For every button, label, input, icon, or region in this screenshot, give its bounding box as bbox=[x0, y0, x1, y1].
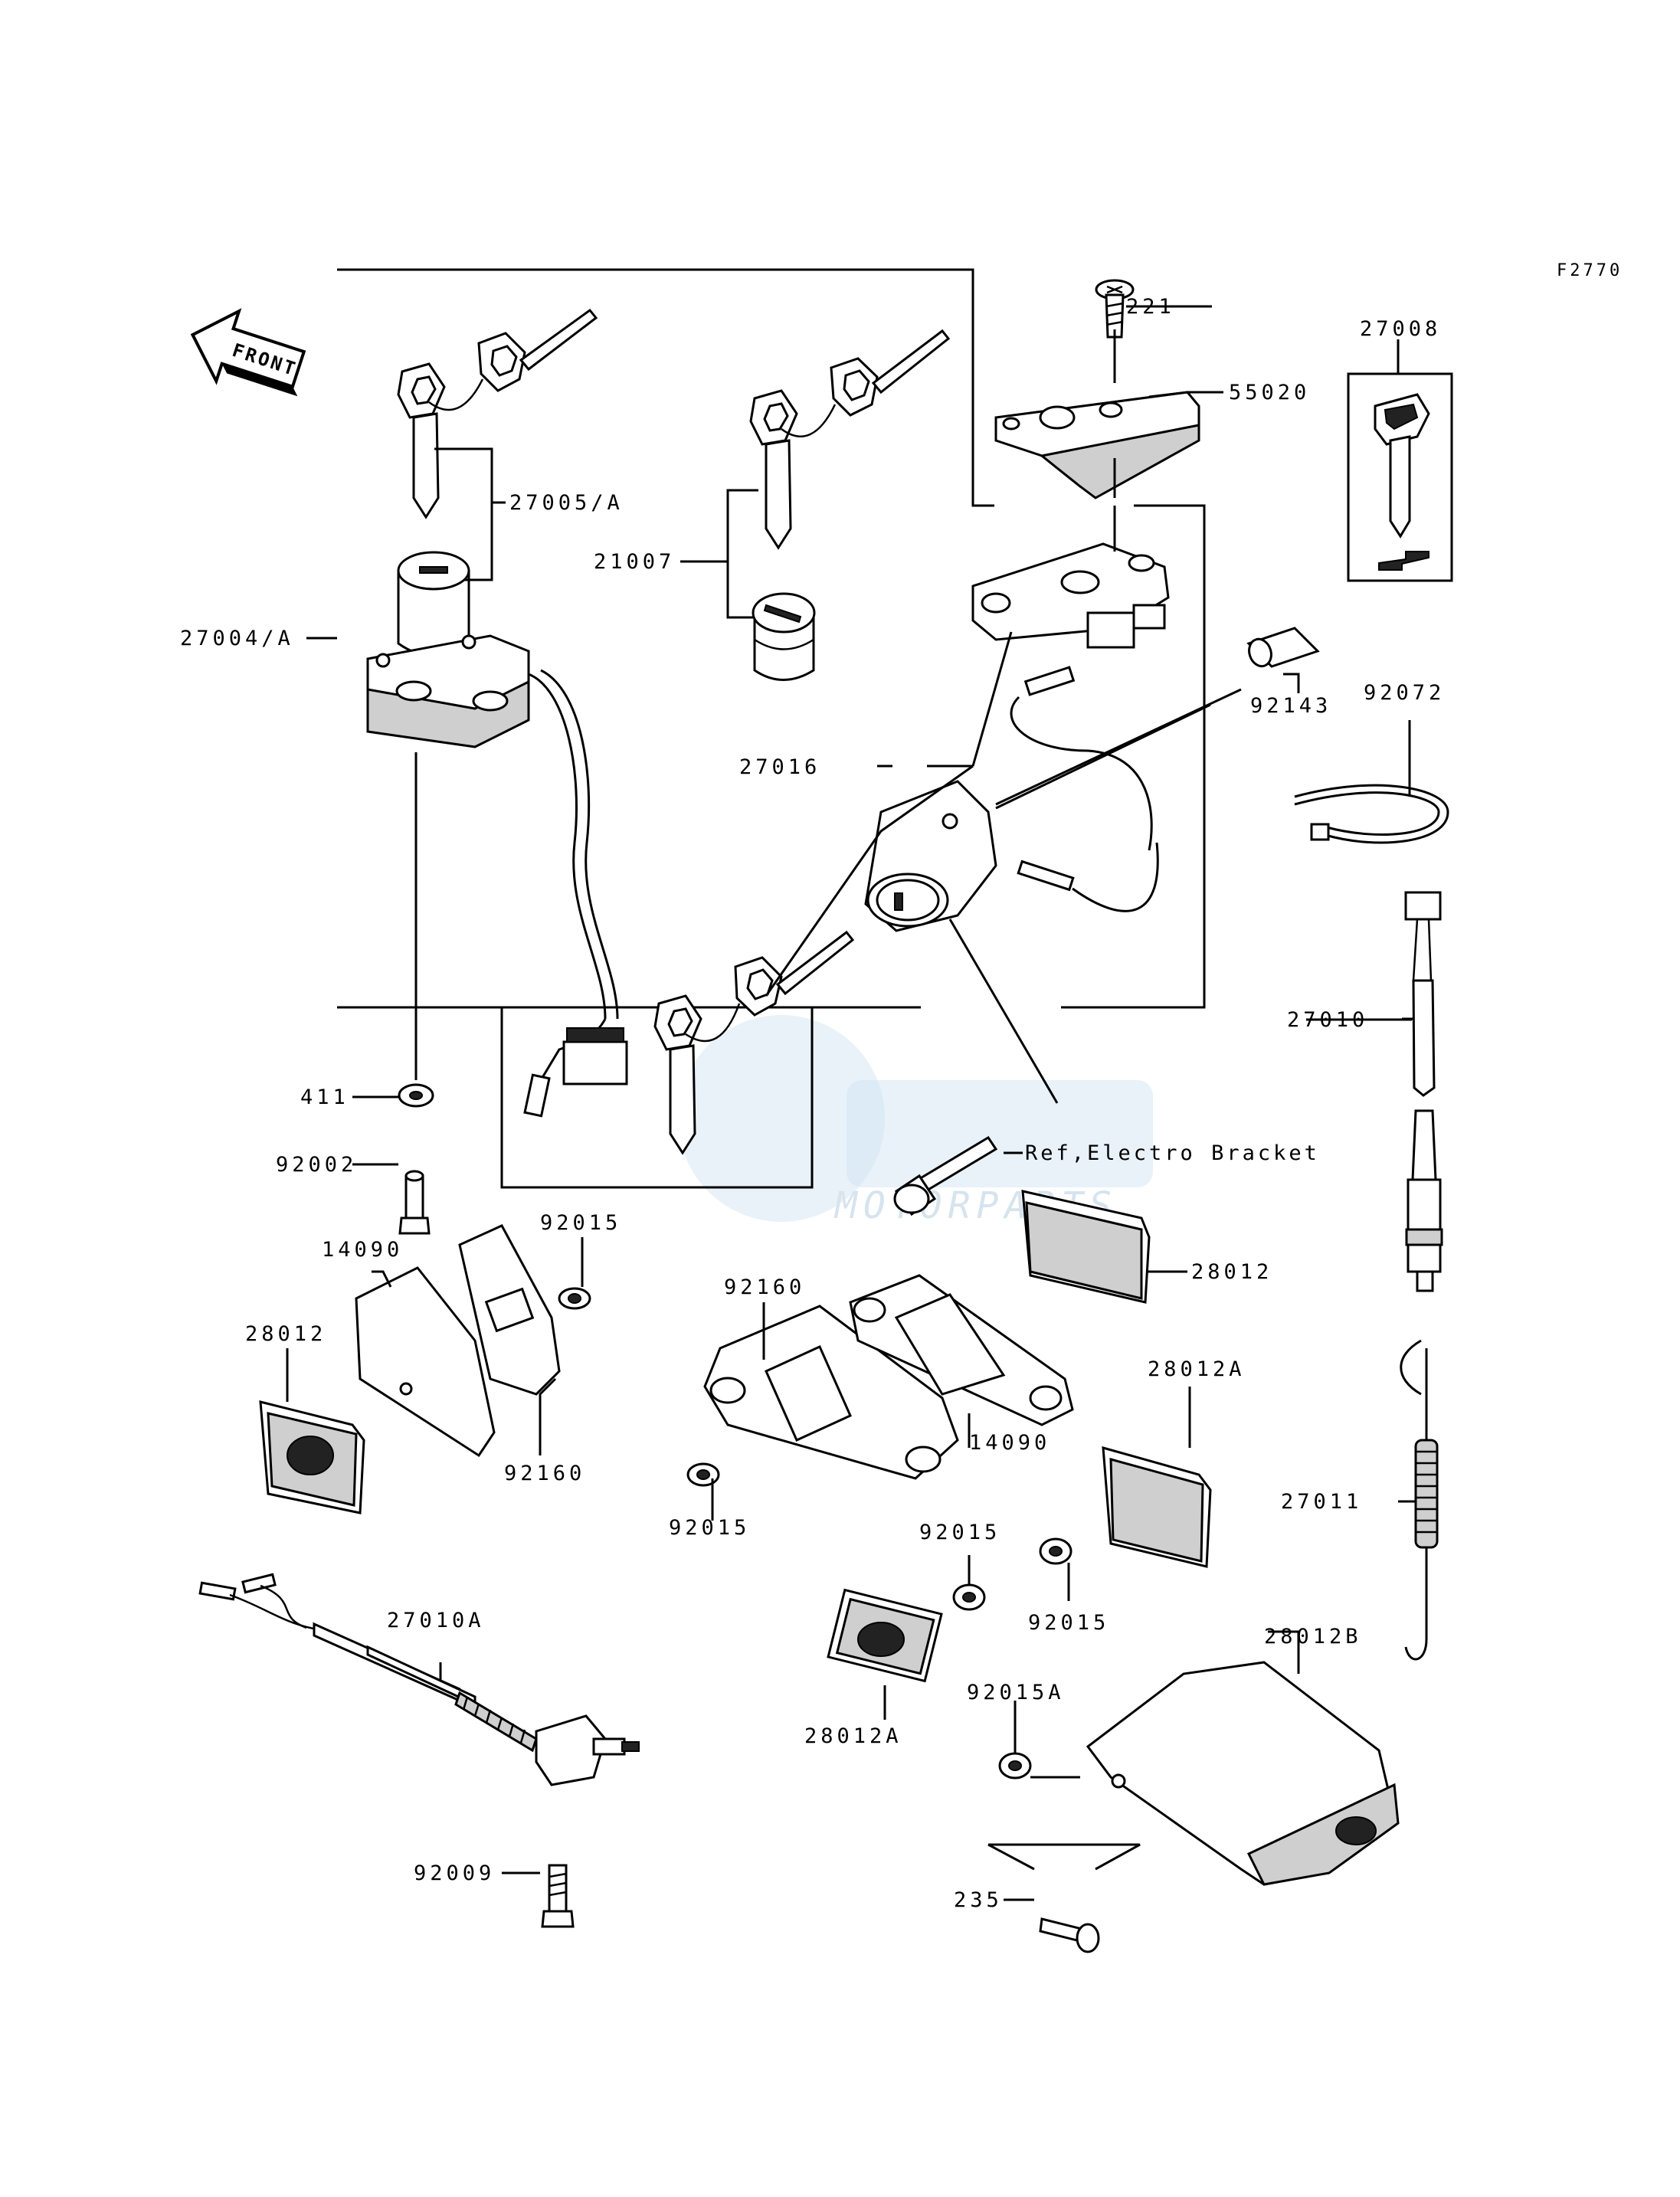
callout-221: 221 bbox=[1126, 295, 1175, 319]
lock-cylinder-part bbox=[752, 592, 816, 681]
tube-92143-part bbox=[1246, 627, 1320, 668]
reflector-assembly-left bbox=[259, 1224, 591, 1514]
screw-235-part bbox=[1039, 1917, 1100, 1953]
bolt-92009-part bbox=[541, 1864, 575, 1928]
washer-411-part bbox=[398, 1083, 434, 1108]
callout-92015-a: 92015 bbox=[540, 1211, 621, 1235]
cover-part bbox=[994, 391, 1200, 499]
key-pair-center bbox=[749, 329, 951, 550]
cable-27010a-part bbox=[198, 1573, 640, 1786]
callout-14090-b: 14090 bbox=[969, 1431, 1050, 1455]
callout-27004a: 27004/A bbox=[180, 627, 294, 650]
callout-labels: 221 55020 27008 27005/A 21007 27004/A 92… bbox=[180, 295, 1445, 1912]
callout-28012a-a: 28012A bbox=[1148, 1357, 1246, 1381]
callout-92072: 92072 bbox=[1364, 681, 1445, 705]
callout-27016: 27016 bbox=[739, 755, 820, 779]
key-pair-left bbox=[397, 308, 598, 519]
callout-28012b: 28012B bbox=[1264, 1625, 1362, 1649]
callout-92160-b: 92160 bbox=[724, 1275, 805, 1299]
license-light-part bbox=[1086, 1661, 1400, 1886]
key-pair-lower bbox=[653, 930, 855, 1155]
leader-lines bbox=[286, 305, 1416, 1901]
callout-27008: 27008 bbox=[1360, 317, 1441, 341]
zip-tie-part bbox=[1294, 784, 1449, 844]
callout-21007: 21007 bbox=[594, 550, 675, 574]
callout-92015-b: 92015 bbox=[669, 1516, 750, 1540]
bolt-92002-part bbox=[398, 1170, 431, 1235]
callout-92009: 92009 bbox=[414, 1861, 495, 1885]
callout-92015-d: 92015 bbox=[1028, 1611, 1109, 1635]
callout-235: 235 bbox=[954, 1888, 1003, 1912]
seat-lock-part bbox=[864, 542, 1170, 932]
front-arrow-icon: FRONT bbox=[190, 308, 306, 397]
callout-92160-a: 92160 bbox=[504, 1462, 585, 1485]
callout-411: 411 bbox=[300, 1085, 349, 1109]
callout-28012a-b: 28012A bbox=[804, 1724, 902, 1748]
assembly-frame bbox=[337, 268, 1206, 1189]
callout-55020: 55020 bbox=[1229, 381, 1310, 404]
reflector-28012a-part bbox=[827, 1446, 1212, 1683]
callout-92002: 92002 bbox=[276, 1153, 357, 1177]
callout-27005a: 27005/A bbox=[509, 491, 624, 515]
callout-27011: 27011 bbox=[1281, 1490, 1362, 1514]
callout-14090-a: 14090 bbox=[322, 1238, 403, 1262]
ignition-switch-part bbox=[366, 551, 628, 1118]
spring-27011-part bbox=[1400, 1339, 1439, 1661]
callout-27010: 27010 bbox=[1287, 1008, 1368, 1032]
callout-92015a: 92015A bbox=[967, 1681, 1065, 1704]
reflector-assembly-center bbox=[686, 1190, 1151, 1487]
nuts-92015-part bbox=[952, 1537, 1073, 1780]
callout-92015-c: 92015 bbox=[919, 1521, 1000, 1544]
bolt-bracket-part bbox=[893, 1135, 998, 1216]
watermark: MOTORPARTS bbox=[678, 1015, 1153, 1227]
screw-221-part bbox=[1095, 279, 1135, 339]
figure-code: F2770 bbox=[1557, 261, 1623, 280]
callout-27010a: 27010A bbox=[387, 1609, 485, 1632]
callout-ref-note: Ref,Electro Bracket bbox=[1025, 1141, 1320, 1165]
callout-92143: 92143 bbox=[1250, 694, 1331, 718]
key-card-part bbox=[1347, 372, 1453, 582]
sensor-27010-part bbox=[1404, 891, 1443, 1292]
callout-28012-a: 28012 bbox=[245, 1322, 326, 1346]
callout-28012-b: 28012 bbox=[1191, 1260, 1272, 1284]
